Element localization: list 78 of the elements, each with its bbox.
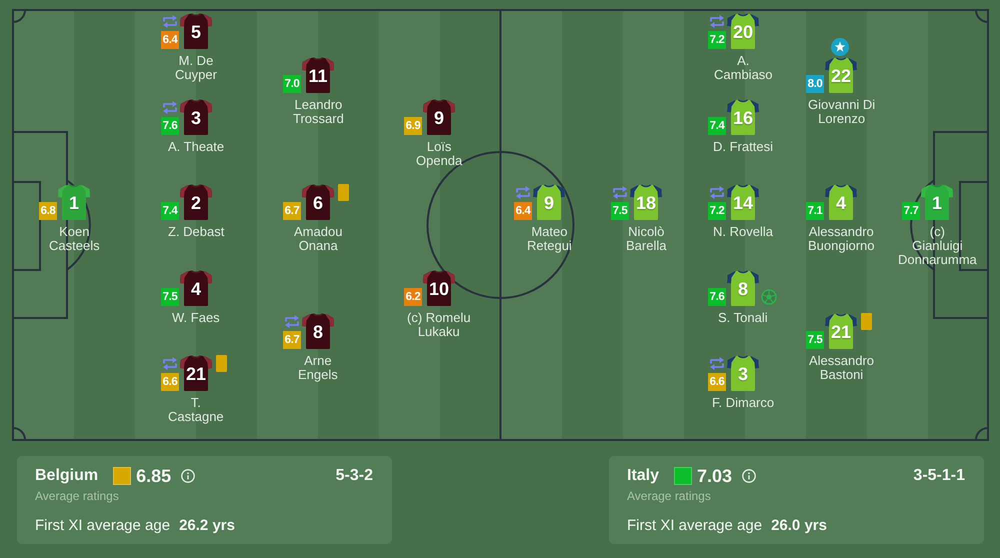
player-name: Arne Engels — [298, 354, 338, 382]
player-name: Z. Debast — [168, 225, 224, 239]
player-name: D. Frattesi — [713, 140, 773, 154]
player-rating: 7.5 — [806, 331, 824, 349]
shirt-number: 3 — [190, 108, 201, 128]
player-rating: 7.5 — [161, 288, 179, 306]
shirt-number: 4 — [836, 193, 846, 213]
player-rating: 6.6 — [708, 373, 726, 391]
player-rating: 7.6 — [708, 288, 726, 306]
stat-value: 26.2 yrs — [179, 516, 235, 535]
formation: 3-5-1-1 — [913, 466, 965, 486]
player-name: Amadou Onana — [294, 225, 342, 253]
shirt-number: 3 — [738, 364, 748, 384]
player-rating: 6.2 — [404, 288, 422, 306]
shirt-number: 16 — [732, 108, 754, 128]
player-rating: 6.4 — [161, 31, 179, 49]
shirt-number: 20 — [732, 22, 754, 42]
average-rating: 7.03 — [697, 465, 732, 487]
shirt-number: 21 — [830, 322, 852, 342]
team-name: Belgium — [35, 466, 98, 486]
average-rating: 6.85 — [136, 465, 172, 487]
player-name: M. De Cuyper — [175, 54, 217, 82]
player-name: Alessandro Buongiorno — [808, 225, 874, 253]
player-rating: 6.6 — [161, 373, 179, 391]
shirt-number: 21 — [186, 364, 206, 384]
player-name: F. Dimarco — [712, 396, 774, 410]
player-rating: 6.7 — [283, 331, 301, 349]
player-rating: 7.7 — [902, 202, 920, 220]
player-name: Leandro Trossard — [293, 98, 344, 126]
player-name: Loïs Openda — [416, 140, 462, 168]
shirt-number: 8 — [738, 279, 748, 299]
shirt-number: 14 — [732, 193, 754, 213]
player-name: S. Tonali — [718, 311, 768, 325]
player-rating: 7.6 — [161, 117, 179, 135]
formation: 5-3-2 — [336, 466, 373, 486]
shirt-number: 1 — [932, 193, 942, 213]
player-name: A. Cambiaso — [714, 54, 773, 82]
player-name: Alessandro Bastoni — [809, 354, 874, 382]
team-name: Italy — [627, 466, 660, 486]
stat-value: 26.0 yrs — [771, 516, 827, 535]
shirt-number: 22 — [830, 66, 852, 86]
player-rating: 7.4 — [161, 202, 179, 220]
rating-description: Average ratings — [627, 489, 711, 503]
shirt-number: 2 — [190, 193, 201, 213]
rating-description: Average ratings — [35, 489, 119, 503]
player-name: A. Theate — [168, 140, 224, 154]
shirt-number: 8 — [312, 322, 323, 342]
player-rating: 7.2 — [708, 202, 726, 220]
player-name: T. Castagne — [168, 396, 224, 424]
player-rating: 8.0 — [806, 75, 824, 93]
player-rating: 7.1 — [806, 202, 824, 220]
shirt-number: 6 — [312, 193, 323, 213]
player-name: W. Faes — [172, 311, 220, 325]
player-name: (c) Gianluigi Donnarumma — [898, 225, 977, 267]
stat-label: First XI average age — [35, 516, 170, 535]
shirt-number: 9 — [434, 108, 444, 128]
player-rating: 7.0 — [283, 75, 301, 93]
player-rating: 6.7 — [283, 202, 301, 220]
stat-label: First XI average age — [627, 516, 762, 535]
player-rating: 7.2 — [708, 31, 726, 49]
shirt-number: 9 — [544, 193, 554, 213]
shirt-number: 18 — [636, 193, 656, 213]
shirt-number: 10 — [428, 279, 450, 299]
player-name: N. Rovella — [713, 225, 773, 239]
player-name: Giovanni Di Lorenzo — [808, 98, 876, 126]
player-rating: 6.8 — [39, 202, 57, 220]
player-rating: 6.9 — [404, 117, 422, 135]
player-rating: 7.5 — [611, 202, 629, 220]
shirt-number: 5 — [190, 22, 201, 42]
player-rating: 7.4 — [708, 117, 726, 135]
player-name: Mateo Retegui — [527, 225, 572, 253]
shirt-number: 1 — [68, 193, 79, 213]
player-name: Nicolò Barella — [626, 225, 666, 253]
player-rating: 6.4 — [514, 202, 532, 220]
shirt-number: 4 — [190, 279, 201, 299]
shirt-number: 11 — [308, 66, 328, 86]
player-name: (c) Romelu Lukaku — [407, 311, 471, 339]
player-name: Koen Casteels — [49, 225, 100, 253]
